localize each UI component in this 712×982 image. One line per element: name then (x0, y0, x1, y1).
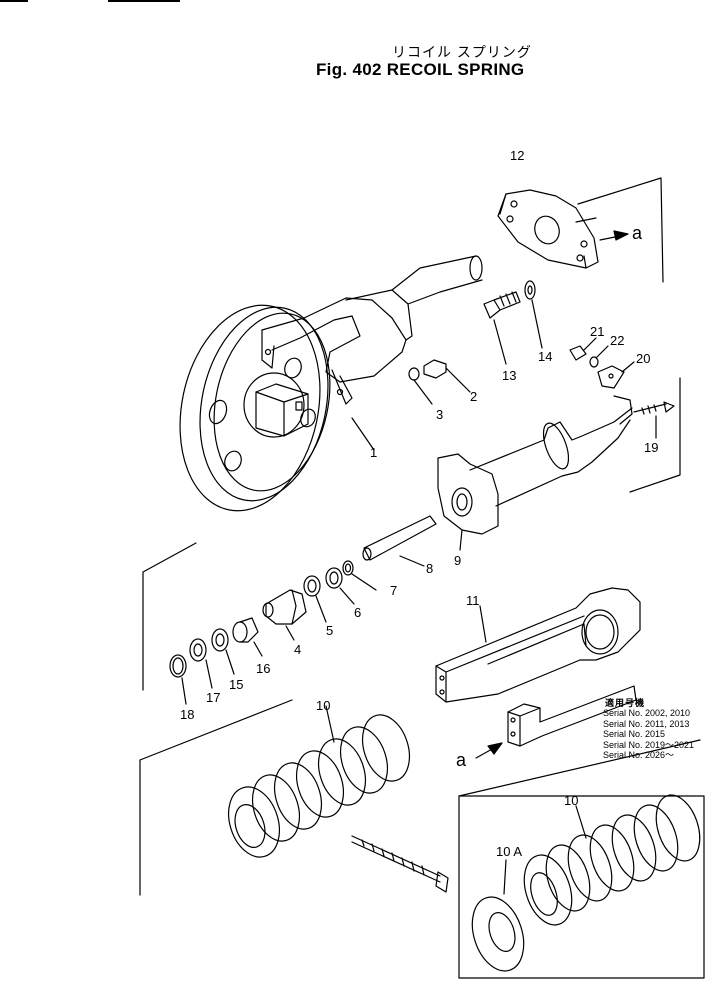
inset-frame (458, 739, 705, 979)
callout-1: 1 (370, 445, 378, 460)
callout-5: 5 (326, 623, 334, 638)
callout-3: 3 (436, 407, 444, 422)
callout-2: 2 (470, 389, 478, 404)
frame-part-11-end (507, 685, 637, 747)
serial-row: Serial No. 2019～2021 (603, 739, 695, 750)
seal-17 (189, 638, 213, 689)
bolt-2 (423, 359, 471, 393)
idler-wheel (179, 304, 331, 512)
callout-6: 6 (354, 605, 362, 620)
callout-20: 20 (636, 351, 651, 366)
callout-11: 11 (466, 593, 480, 608)
yoke-part-1 (261, 255, 483, 451)
grease-fitting-19 (633, 401, 675, 439)
callout-7: 7 (390, 583, 398, 598)
group-frame-upper (577, 177, 681, 493)
callout-16: 16 (256, 661, 271, 676)
callout-10a: 10 A (496, 844, 523, 859)
rod-part-8 (362, 515, 437, 567)
bushing-16 (232, 617, 263, 657)
long-bolt (351, 835, 449, 893)
packing-6 (325, 567, 355, 605)
callout-14: 14 (538, 349, 553, 364)
seal-15 (211, 628, 235, 675)
cylinder-part-9 (437, 395, 633, 551)
serial-row: Serial No. 2015 (603, 729, 666, 740)
plate-20 (597, 361, 635, 389)
inset-spring-10 (523, 794, 701, 926)
ring-10a (471, 859, 525, 972)
figure-title-japanese: リコイル スプリング (392, 44, 532, 60)
callout-4: 4 (294, 642, 302, 657)
callout-8: 8 (426, 561, 434, 576)
group-frame-left (142, 542, 197, 691)
washer-22 (589, 345, 609, 368)
figure-title: Fig. 402 RECOIL SPRING (316, 60, 525, 79)
callout-15: 15 (229, 677, 244, 692)
callout-a-top: a (632, 223, 643, 243)
top-rule-left (0, 0, 28, 2)
callout-10: 10 (316, 698, 331, 713)
serial-number-list: 適用号機 Serial No. 2002, 2010 Serial No. 20… (603, 698, 694, 760)
callout-17: 17 (206, 690, 221, 705)
piston-4 (262, 589, 307, 641)
arrow-a-bottom (475, 742, 503, 759)
frame-part-11 (435, 587, 641, 703)
group-frame-bottom (139, 699, 293, 896)
serial-row: Serial No. 2026～ (603, 750, 675, 761)
snap-ring-18 (169, 654, 187, 705)
recoil-spring-10 (228, 705, 411, 858)
bolt-13 (483, 291, 521, 365)
callout-18: 18 (180, 707, 195, 722)
washer-3 (408, 367, 433, 405)
ring-5 (303, 575, 327, 623)
callout-22: 22 (610, 333, 625, 348)
callout-10-inset: 10 (564, 793, 579, 808)
callout-13: 13 (502, 368, 517, 383)
serial-row: Serial No. 2002, 2010 (603, 708, 691, 719)
callout-a-bottom: a (456, 750, 467, 770)
bracket-plate-12 (497, 189, 599, 269)
serial-row: Serial No. 2011, 2013 (603, 718, 690, 729)
callout-21: 21 (590, 324, 605, 339)
top-rule-right (108, 0, 180, 2)
callout-9: 9 (454, 553, 462, 568)
callout-12: 12 (510, 148, 525, 163)
arrow-a-top (599, 230, 629, 241)
bolt-21 (569, 337, 597, 361)
callout-19: 19 (644, 440, 659, 455)
serial-list-header: 適用号機 (605, 698, 646, 708)
washer-14 (524, 280, 543, 349)
ring-7 (342, 560, 377, 591)
